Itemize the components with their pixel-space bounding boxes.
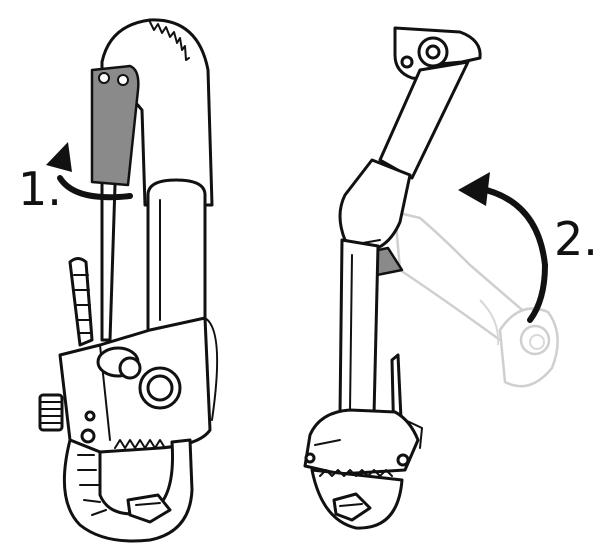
step-2-label: 2. [554,212,598,266]
step-1-label: 1. [18,162,62,216]
ghost-rotated-arm [393,210,559,388]
release-lever-icon [90,64,140,187]
left-mount-device [38,18,219,543]
right-mount-device [303,26,482,530]
curved-arrow-counterclockwise-icon [46,142,133,201]
curved-arrow-clockwise-icon [458,172,549,323]
